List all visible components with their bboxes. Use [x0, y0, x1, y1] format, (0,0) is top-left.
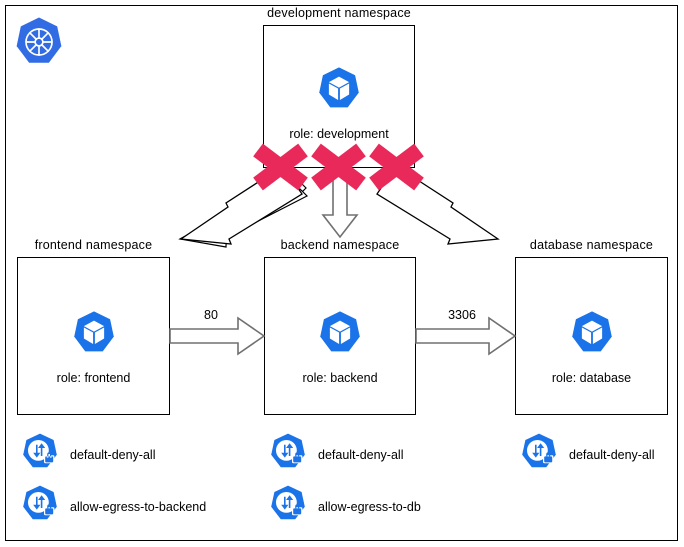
- policy-label: default-deny-all: [318, 447, 404, 462]
- port-label-80: 80: [204, 308, 218, 322]
- development-namespace-title: development namespace: [267, 6, 411, 20]
- database-namespace-box[interactable]: role: database: [515, 257, 668, 415]
- database-namespace-title: database namespace: [529, 238, 654, 252]
- backend-role-label: role: backend: [302, 371, 378, 385]
- network-policy-lock-icon: [519, 432, 559, 477]
- pod-cube-icon: [317, 310, 363, 356]
- policy-label: default-deny-all: [569, 447, 655, 462]
- policy-item-frontend-allow-egress-to-backend[interactable]: allow-egress-to-backend: [20, 484, 206, 529]
- network-policy-lock-icon: [20, 432, 60, 477]
- frontend-namespace-box[interactable]: role: frontend: [17, 257, 170, 415]
- diagram-frame: [5, 5, 678, 541]
- development-role-label: role: development: [289, 127, 389, 141]
- policy-item-backend-allow-egress-to-db[interactable]: allow-egress-to-db: [268, 484, 421, 529]
- network-policy-lock-icon: [268, 484, 308, 529]
- pod-cube-icon: [316, 66, 362, 112]
- policy-label: default-deny-all: [70, 447, 156, 462]
- pod-cube-icon: [71, 310, 117, 356]
- backend-namespace-box[interactable]: role: backend: [264, 257, 416, 415]
- frontend-role-label: role: frontend: [56, 371, 131, 385]
- policy-item-frontend-default-deny-all[interactable]: default-deny-all: [20, 432, 155, 477]
- port-label-3306: 3306: [448, 308, 476, 322]
- development-namespace-box[interactable]: role: development: [263, 25, 415, 168]
- network-policy-lock-icon: [268, 432, 308, 477]
- frontend-namespace-title: frontend namespace: [34, 238, 153, 252]
- policy-item-database-default-deny-all[interactable]: default-deny-all: [519, 432, 654, 477]
- policy-item-backend-default-deny-all[interactable]: default-deny-all: [268, 432, 403, 477]
- policy-label: allow-egress-to-db: [318, 499, 421, 514]
- kubernetes-logo-icon: [13, 16, 65, 68]
- pod-cube-icon: [569, 310, 615, 356]
- backend-namespace-title: backend namespace: [280, 238, 400, 252]
- policy-label: allow-egress-to-backend: [70, 499, 207, 514]
- network-policy-lock-icon: [20, 484, 60, 529]
- database-role-label: role: database: [551, 371, 632, 385]
